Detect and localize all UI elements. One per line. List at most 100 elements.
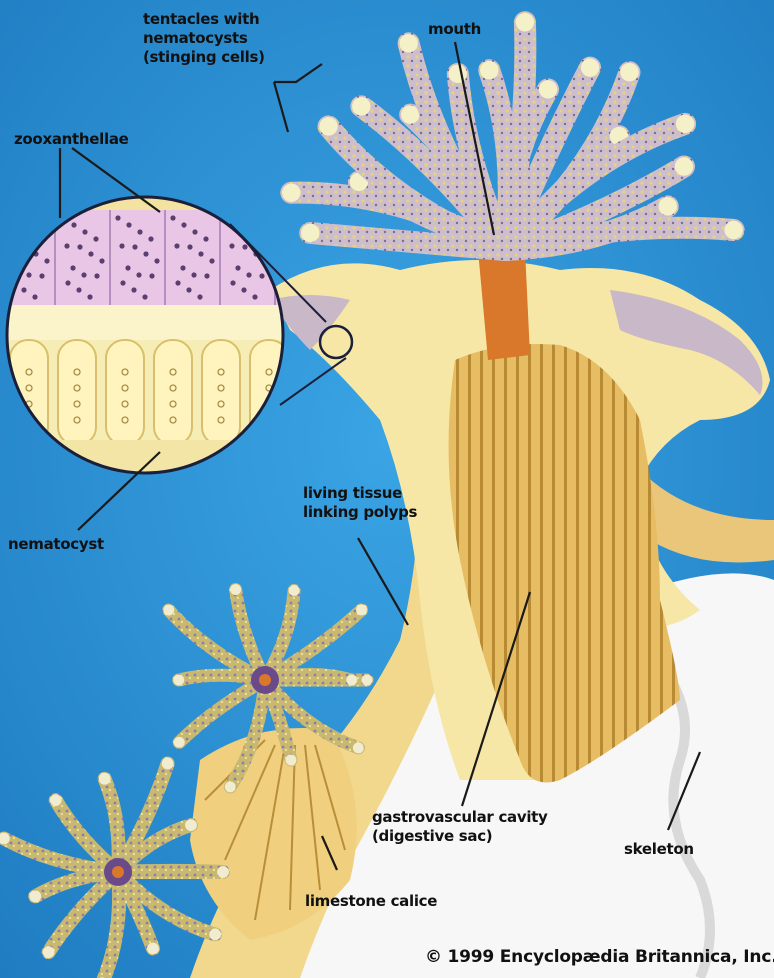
zooxanthellae-dot xyxy=(181,222,186,227)
zooxanthellae-dot xyxy=(230,280,235,285)
main-polyp-tentacle-tip xyxy=(581,58,599,76)
upper-polyp-tentacle-tip xyxy=(163,605,174,616)
zooxanthellae-dot xyxy=(154,258,159,263)
nematocyst-cell xyxy=(58,340,96,445)
zooxanthellae-dot xyxy=(70,265,75,270)
lower-polyp-tentacle-tip xyxy=(162,758,174,770)
main-polyp-tentacle-tip xyxy=(401,105,419,123)
zooxanthellae-dot xyxy=(126,222,131,227)
zooxanthellae-dot xyxy=(39,273,44,278)
upper-polyp-tentacle-tip xyxy=(362,675,373,686)
zooxanthellae-dot xyxy=(94,273,99,278)
main-polyp-tentacle-tip xyxy=(399,34,417,52)
zooxanthellae-dot xyxy=(120,280,125,285)
upper-polyp-tentacle-tip xyxy=(346,675,357,686)
upper-polyp-tentacle-tip xyxy=(225,781,236,792)
zooxanthellae-dot xyxy=(197,294,202,299)
label-limestone-calice: limestone calice xyxy=(305,892,437,911)
lower-polyp-tentacle-tip xyxy=(29,890,41,902)
lower-polyp-tentacle-tip xyxy=(217,866,229,878)
zooxanthellae-dot xyxy=(203,236,208,241)
zooxanthellae-dot xyxy=(229,243,234,248)
lower-polyp-tentacle-tip xyxy=(147,943,159,955)
main-polyp-tentacle-tip xyxy=(449,65,467,83)
upper-polyp-tentacle-tip xyxy=(353,742,364,753)
nematocyst-cell xyxy=(202,340,240,445)
zooxanthellae-dot xyxy=(44,258,49,263)
main-polyp-tentacle-tip xyxy=(282,184,300,202)
zooxanthellae-dot xyxy=(26,272,31,277)
zooxanthellae-dot xyxy=(180,265,185,270)
lower-polyp-tentacle-tip xyxy=(43,946,55,958)
upper-polyp-tentacle-tip xyxy=(230,584,241,595)
main-polyp-tentacle-tip xyxy=(539,80,557,98)
zooxanthellae-dot xyxy=(259,273,264,278)
main-polyp-tentacle-tip xyxy=(319,117,337,135)
zooxanthellae-dot xyxy=(246,272,251,277)
zooxanthellae-dot xyxy=(137,229,142,234)
upper-polyp-mouth-center xyxy=(259,674,271,686)
label-mouth: mouth xyxy=(428,20,481,39)
upper-polyp-tentacle-tip xyxy=(286,755,297,766)
upper-polyp-tentacle-tip xyxy=(174,737,185,748)
zooxanthellae-dot xyxy=(93,236,98,241)
label-tentacles: tentacles with nematocysts (stinging cel… xyxy=(143,10,265,67)
upper-polyp-tentacle-tip xyxy=(289,585,300,596)
zooxanthellae-dot xyxy=(132,244,137,249)
zooxanthellae-dot xyxy=(186,287,191,292)
main-polyp-tentacle-tip xyxy=(301,224,319,242)
zooxanthellae-dot xyxy=(148,236,153,241)
lower-polyp-tentacle xyxy=(118,871,223,872)
zooxanthellae-dot xyxy=(82,229,87,234)
zooxanthellae-dot xyxy=(149,273,154,278)
label-zooxanthellae: zooxanthellae xyxy=(14,130,129,149)
main-polyp-tentacle-tip xyxy=(724,221,742,239)
main-polyp-tentacle-tip xyxy=(676,115,694,133)
main-polyp-tentacle-tip xyxy=(659,197,677,215)
zooxanthellae-dot xyxy=(174,243,179,248)
zooxanthellae-dot xyxy=(125,265,130,270)
label-nematocyst: nematocyst xyxy=(8,535,104,554)
main-polyp-tentacle-tip xyxy=(620,63,638,81)
lower-polyp-tentacle-tip xyxy=(185,819,197,831)
main-polyp-tentacle-tip xyxy=(516,13,534,31)
zooxanthellae-dot xyxy=(87,294,92,299)
zooxanthellae-dot xyxy=(242,244,247,249)
main-polyp-tentacle-tip xyxy=(480,61,498,79)
label-skeleton: skeleton xyxy=(624,840,694,859)
main-polyp-tentacle-tip xyxy=(675,157,693,175)
nematocyst-cell xyxy=(106,340,144,445)
zooxanthellae-dot xyxy=(235,265,240,270)
zooxanthellae-dot xyxy=(170,215,175,220)
zooxanthellae-dot xyxy=(252,294,257,299)
zooxanthellae-dot xyxy=(209,258,214,263)
zooxanthellae-dot xyxy=(76,287,81,292)
zooxanthellae-dot xyxy=(175,280,180,285)
upper-polyp-tentacle-tip xyxy=(356,604,367,615)
zooxanthellae-dot xyxy=(99,258,104,263)
zooxanthellae-dot xyxy=(64,243,69,248)
copyright-notice: © 1999 Encyclopædia Britannica, Inc. xyxy=(425,948,774,967)
zooxanthellae-dot xyxy=(241,287,246,292)
zooxanthellae-dot xyxy=(65,280,70,285)
nematocyst-cell xyxy=(154,340,192,445)
zooxanthellae-dot xyxy=(81,272,86,277)
zooxanthellae-dot xyxy=(131,287,136,292)
label-gastrovascular-cavity: gastrovascular cavity (digestive sac) xyxy=(372,808,548,846)
lower-polyp-tentacle-tip xyxy=(209,929,221,941)
lower-polyp-mouth-center xyxy=(112,866,124,878)
label-living-tissue: living tissue linking polyps xyxy=(303,484,417,522)
zooxanthellae-dot xyxy=(192,229,197,234)
zooxanthellae-dot xyxy=(32,294,37,299)
zooxanthellae-dot xyxy=(77,244,82,249)
lower-polyp-tentacle-tip xyxy=(50,794,62,806)
zooxanthellae-dot xyxy=(71,222,76,227)
zooxanthellae-dot xyxy=(115,215,120,220)
zooxanthellae-dot xyxy=(198,251,203,256)
zooxanthellae-dot xyxy=(88,251,93,256)
zooxanthellae-dot xyxy=(187,244,192,249)
lower-polyp-tentacle-tip xyxy=(99,773,111,785)
zooxanthellae-dot xyxy=(136,272,141,277)
zooxanthellae-dot xyxy=(191,272,196,277)
